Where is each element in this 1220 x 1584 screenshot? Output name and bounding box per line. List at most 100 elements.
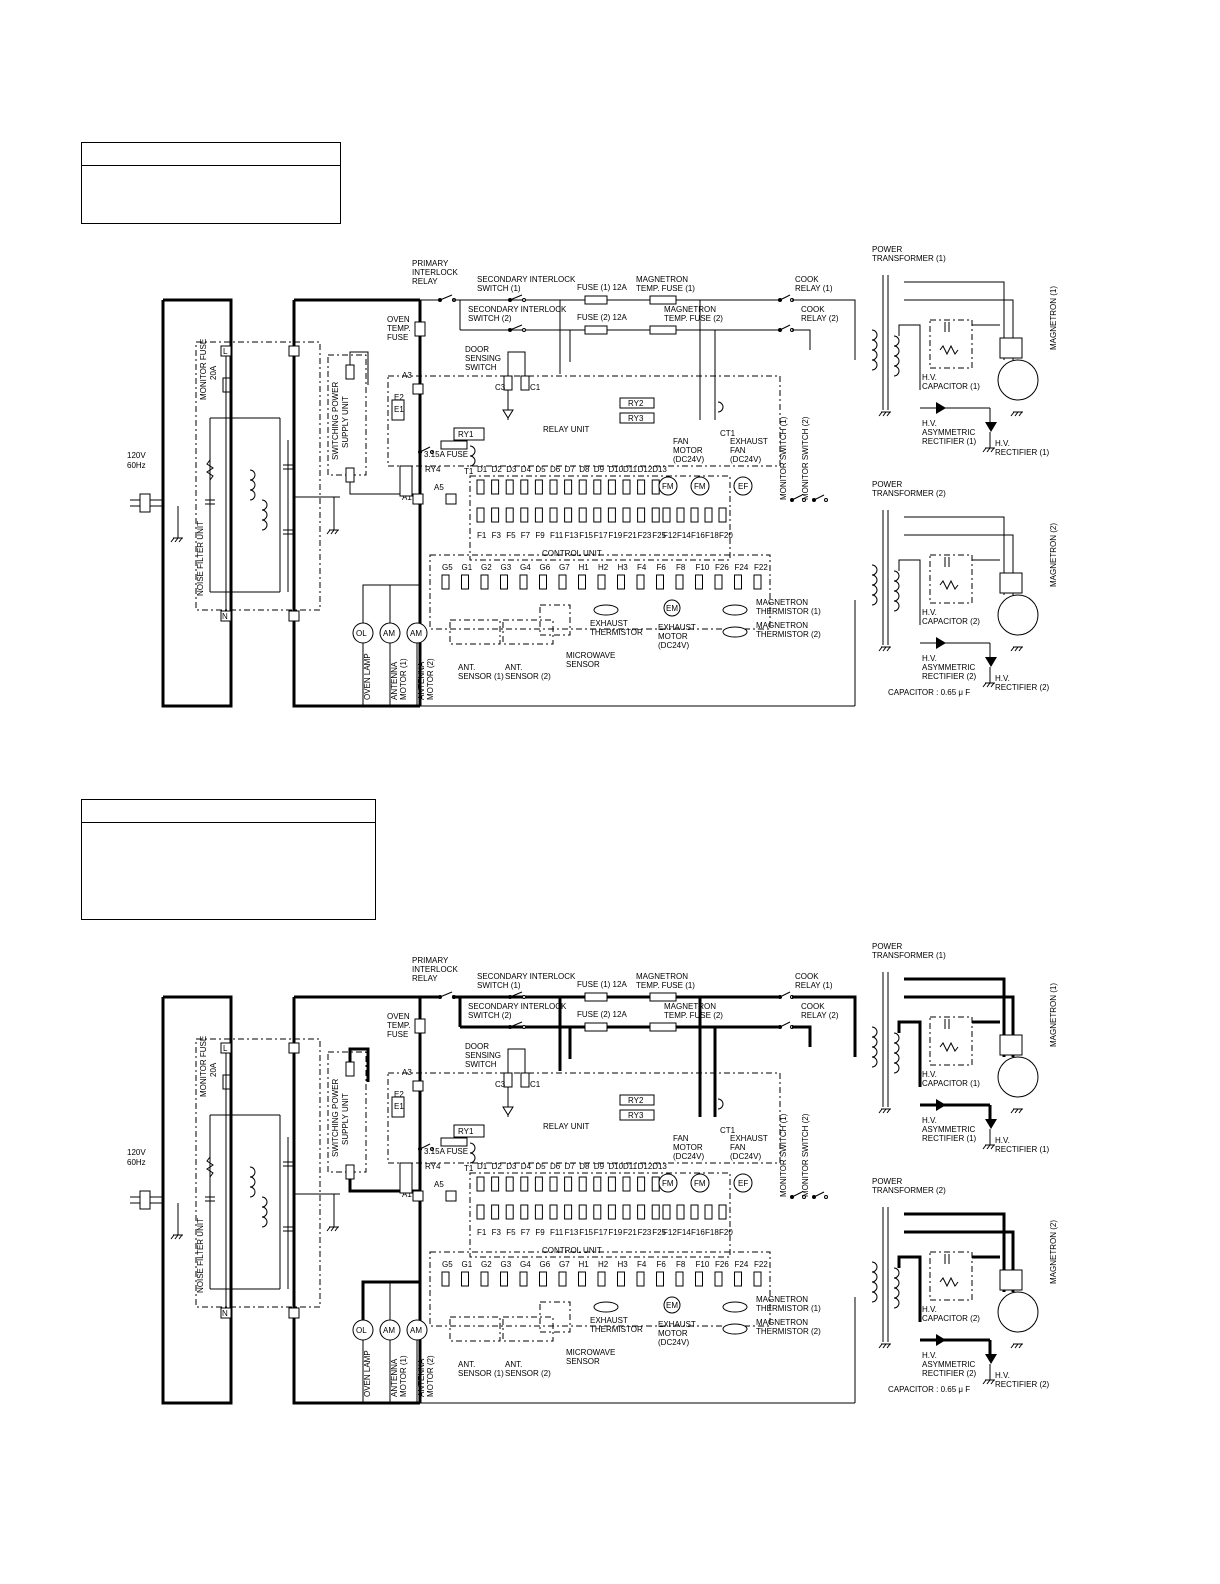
ground-symbol (990, 682, 995, 688)
connector-pin-top (578, 479, 587, 495)
plug-icon (139, 493, 151, 513)
fm-label: FM (662, 482, 674, 491)
info-box-2 (81, 799, 376, 920)
junction-dot (790, 498, 794, 502)
microwave-sensor-box (539, 1301, 571, 1333)
noise-filter-unit-outline (195, 341, 321, 611)
fan-motor-label: MOTOR (673, 446, 703, 455)
ry2-relay (619, 397, 655, 409)
connector-bottom-label: F17 (594, 531, 608, 540)
terminal-c1-label: C1 (530, 1080, 541, 1089)
exhaust-fan (733, 1173, 753, 1193)
oven-lamp-label: OVEN LAMP (363, 1350, 372, 1397)
ant-sensor-1-label: SENSOR (1) (458, 1369, 504, 1378)
fan-connector-pin (676, 507, 685, 523)
connector-area-outline (469, 1172, 731, 1258)
ground-symbol (330, 1226, 335, 1232)
microwave-sensor-label: MICROWAVE (566, 1348, 615, 1357)
fan-motor-1 (658, 1173, 678, 1193)
control-connector-pin (656, 1271, 664, 1287)
connector-top-label: D6 (550, 465, 561, 474)
connector-top-label: D2 (492, 465, 503, 474)
magnetron-thermistor-2-label: MAGNETRON (756, 1318, 808, 1327)
ground-symbol (886, 411, 891, 417)
connector-bottom-label: F17 (594, 1228, 608, 1237)
hv-asymmetric-rectifier-1-label: H.V. (922, 419, 937, 428)
connector-bottom-label: F11 (550, 1228, 564, 1237)
terminal-block (288, 345, 300, 357)
ground-symbol (1014, 1108, 1019, 1114)
door-sensing-switch-label: SWITCH (465, 1060, 497, 1069)
terminal-a1 (412, 493, 424, 505)
connector-bottom-label: F23 (638, 1228, 652, 1237)
connector-pin-bottom (578, 1204, 587, 1220)
exhaust-fan-label: EXHAUST (730, 437, 768, 446)
terminal-e2-label: E2 (394, 393, 404, 402)
power-transformer-2-secondary (893, 570, 900, 612)
hv-asymmetric-rectifier-2-label: RECTIFIER (2) (922, 672, 977, 681)
connector-pin-bottom (549, 1204, 558, 1220)
fan-motor-label: MOTOR (673, 1143, 703, 1152)
magnetron-2 (997, 1291, 1039, 1333)
exhaust-fan (733, 476, 753, 496)
magnetron-temp-fuse-1-label: TEMP. FUSE (1) (636, 981, 695, 990)
primary-interlock-relay-label: RELAY (412, 277, 438, 286)
control-connector-label: G5 (442, 1260, 453, 1269)
antenna-motor-2-label: ANTENNA (417, 1358, 426, 1397)
secondary-interlock-switch-2 (522, 328, 526, 332)
ct1-coil (717, 1098, 724, 1110)
magnetron-1-label: MAGNETRON (1) (1049, 983, 1058, 1047)
ground-symbol (886, 1343, 891, 1349)
connector-bottom-label: F25 (652, 1228, 666, 1237)
fan-motor-label: (DC24V) (673, 455, 704, 464)
connector-top-label: D12 (638, 1162, 653, 1171)
connector-pin-bottom (476, 507, 485, 523)
control-connector-pin (714, 574, 723, 590)
connector-bottom-label: F13 (565, 531, 579, 540)
power-transformer-2-primary (871, 564, 878, 606)
connector-bottom-label: F7 (521, 531, 531, 540)
info-box-1 (81, 142, 341, 224)
connector-pin-top (520, 479, 529, 495)
fuse-315a (440, 1137, 468, 1147)
connector-pin-top (549, 1176, 558, 1192)
oven-temp-fuse-label: OVEN (387, 315, 410, 324)
fuse-2 (584, 325, 608, 335)
magnetron-temp-fuse-1 (649, 992, 677, 1002)
ground-symbol (986, 682, 991, 688)
terminal-n-label: N (222, 1309, 228, 1318)
magnetron-thermistor-1-label: THERMISTOR (1) (756, 1304, 821, 1313)
exhaust-thermistor-label: EXHAUST (590, 619, 628, 628)
junction-dot (418, 450, 422, 454)
primary-interlock-relay-switch (439, 991, 453, 998)
noise-filter-unit-outline (195, 1038, 321, 1308)
cook-relay-1-label: RELAY (1) (795, 981, 833, 990)
terminal-a3-label: A3 (402, 1068, 412, 1077)
hv-rectifier-1-label: RECTIFIER (1) (995, 448, 1050, 457)
power-supply-wire (349, 351, 369, 385)
junction-dot (778, 1025, 782, 1029)
oven-temp-fuse-label: FUSE (387, 333, 408, 342)
diode (502, 409, 514, 419)
control-connector-label: H2 (598, 1260, 609, 1269)
control-connector-label: G1 (462, 1260, 473, 1269)
connector-pin-bottom (505, 507, 514, 523)
hv-capacitor-1-outline (929, 1016, 973, 1066)
ground-symbol (1018, 411, 1023, 417)
power-transformer-2-secondary (893, 1267, 900, 1309)
connector-pin-bottom (593, 1204, 602, 1220)
hv-rectifier-1-label: RECTIFIER (1) (995, 1145, 1050, 1154)
connector-top-label: D9 (594, 1162, 605, 1171)
control-unit-outline (429, 1251, 771, 1327)
hv-capacitor-2-outline (929, 554, 973, 604)
fan-connector-pin (704, 1204, 713, 1220)
connector-pin-top (505, 479, 514, 495)
control-connector-pin (714, 1271, 723, 1287)
monitor-switch-2-label: MONITOR SWITCH (2) (801, 1113, 810, 1197)
connector-top-label: D10 (608, 465, 623, 474)
ground-symbol (326, 529, 331, 535)
hv-bleeder-resistor (939, 1276, 959, 1288)
supply-loop-right (292, 300, 420, 708)
secondary-interlock-switch-1 (509, 294, 523, 301)
